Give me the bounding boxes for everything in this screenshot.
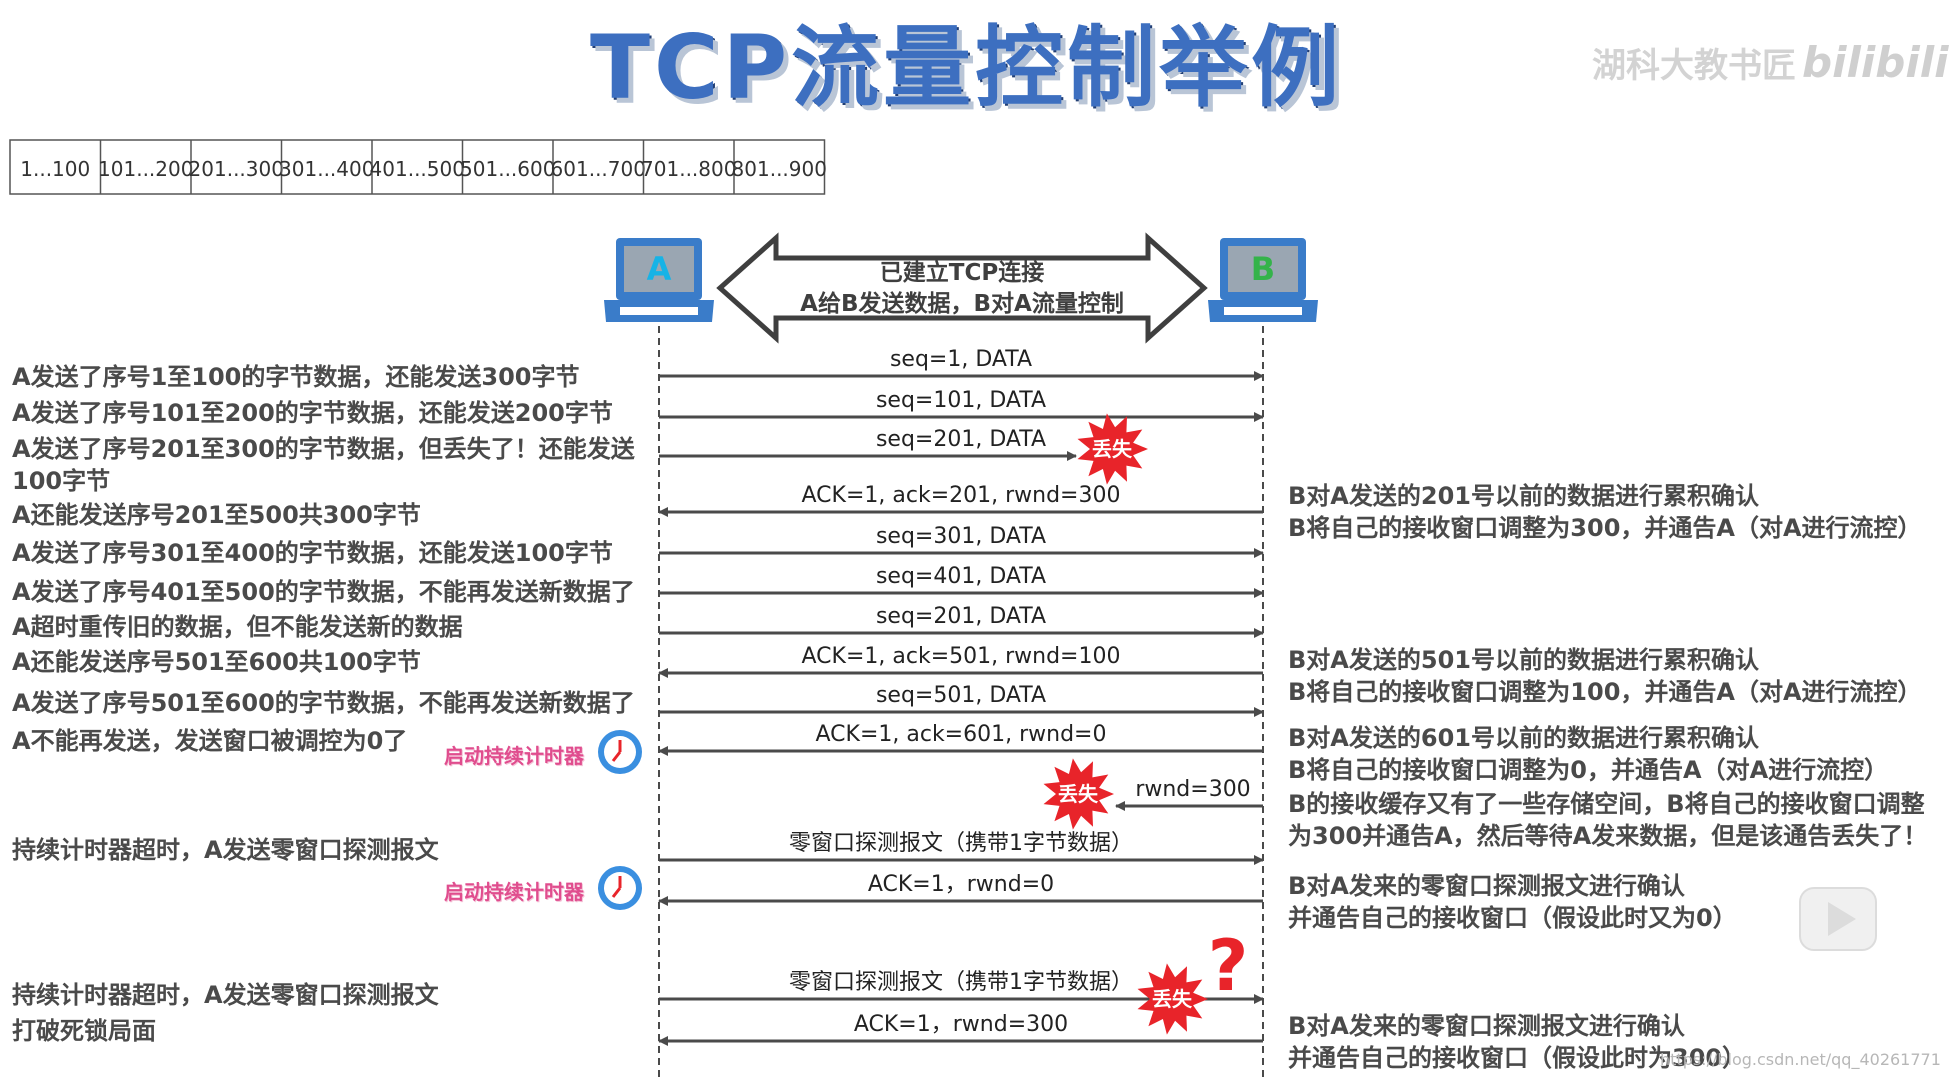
timer-label: 启动持续计时器 (444, 880, 584, 904)
play-button-icon (1799, 887, 1877, 951)
message-label: seq=501, DATA (876, 683, 1046, 708)
message: seq=1, DATA (659, 347, 1264, 381)
connection-double-arrow-shape (716, 232, 1208, 344)
host-a-label: A (647, 250, 672, 288)
right-note: B对A发来的零窗口探测报文进行确认 (1288, 1012, 1685, 1040)
message: seq=301, DATA (659, 524, 1264, 558)
connection-line2: A给B发送数据，B对A流量控制 (800, 290, 1124, 317)
message-label: seq=1, DATA (890, 347, 1032, 372)
host-b-screen (1228, 246, 1298, 292)
left-note: A发送了序号301至400的字节数据，还能发送100字节 (12, 539, 613, 567)
host-b-computer: B (1208, 238, 1318, 322)
right-note: B将自己的接收窗口调整为100，并通告A（对A进行流控） (1288, 678, 1922, 706)
host-a-keyboard (620, 307, 698, 315)
connection-arrow: 已建立TCP连接 A给B发送数据，B对A流量控制 (716, 232, 1208, 344)
left-note: A不能再发送，发送窗口被调控为0了 (12, 727, 408, 755)
lost-label: 丢失 (1058, 782, 1099, 806)
right-note: B对A发来的零窗口探测报文进行确认 (1288, 872, 1685, 900)
byte-range-cell: 201...300 (189, 157, 284, 181)
message-label: ACK=1，rwnd=300 (854, 1012, 1068, 1037)
byte-table-frame (9, 139, 826, 195)
left-note: A还能发送序号201至500共300字节 (12, 501, 421, 529)
message: ACK=1, ack=601, rwnd=0 (658, 722, 1263, 756)
source-credit: https://blog.csdn.net/qq_40261771 (1660, 1050, 1941, 1069)
right-note: B将自己的接收窗口调整为300，并通告A（对A进行流控） (1288, 514, 1922, 542)
host-b-label: B (1251, 250, 1275, 288)
left-note: A发送了序号201至300的字节数据，但丢失了！还能发送 (12, 435, 635, 463)
right-note: B对A发送的601号以前的数据进行累积确认 (1288, 724, 1759, 752)
message: ACK=1, ack=501, rwnd=100 (658, 644, 1263, 678)
timer-icon (598, 866, 642, 910)
lost-label: 丢失 (1092, 437, 1133, 461)
byte-range-cell: 701...800 (641, 157, 736, 181)
timer-icon (598, 730, 642, 774)
message: ACK=1，rwnd=300 (658, 1012, 1263, 1046)
left-note: 持续计时器超时，A发送零窗口探测报文 (12, 836, 439, 864)
left-note: 持续计时器超时，A发送零窗口探测报文 (12, 981, 439, 1009)
message: seq=101, DATA (659, 388, 1264, 422)
right-note: B的接收缓存又有了一些存储空间，B将自己的接收窗口调整 (1288, 790, 1925, 818)
byte-range-cell: 501...600 (460, 157, 555, 181)
message-label: ACK=1, ack=601, rwnd=0 (816, 722, 1107, 747)
message: rwnd=300 丢失 (1043, 758, 1263, 830)
right-note: B对A发送的201号以前的数据进行累积确认 (1288, 482, 1759, 510)
message-label: ACK=1, ack=501, rwnd=100 (802, 644, 1121, 669)
message: seq=201, DATA 丢失 (659, 413, 1148, 485)
left-note: A还能发送序号501至600共100字节 (12, 648, 421, 676)
lost-burst-icon: 丢失 (1043, 758, 1114, 830)
left-note: A发送了序号401至500的字节数据，不能再发送新数据了 (12, 578, 635, 606)
message-label: ACK=1, ack=201, rwnd=300 (802, 483, 1121, 508)
byte-range-cell: 101...200 (98, 157, 193, 181)
message-label: seq=201, DATA (876, 604, 1046, 629)
left-note: A发送了序号1至100的字节数据，还能发送300字节 (12, 363, 580, 391)
lost-burst-icon: 丢失 (1077, 413, 1148, 485)
byte-range-table: 1...100 101...200201...300301...400401...… (9, 139, 827, 195)
message: 零窗口探测报文（携带1字节数据） 丢失 (659, 963, 1264, 1035)
left-note: 100字节 (12, 467, 111, 495)
byte-range-cell: 1...100 (20, 157, 90, 181)
message: ACK=1, ack=201, rwnd=300 (658, 483, 1263, 517)
right-note: B对A发送的501号以前的数据进行累积确认 (1288, 646, 1759, 674)
connection-line1: 已建立TCP连接 (880, 259, 1044, 286)
bilibili-logo: bilibili (1802, 38, 1949, 87)
lost-label: 丢失 (1152, 987, 1193, 1011)
byte-range-cell: 801...900 (732, 157, 827, 181)
page-title: TCP流量控制举例 (590, 16, 1344, 119)
left-note: A发送了序号501至600的字节数据，不能再发送新数据了 (12, 689, 635, 717)
byte-range-cell: 301...400 (279, 157, 374, 181)
message-label: ACK=1，rwnd=0 (868, 872, 1054, 897)
message: ACK=1，rwnd=0 (658, 872, 1263, 906)
right-note: 并通告自己的接收窗口（假设此时又为0） (1288, 904, 1737, 932)
message-label: seq=401, DATA (876, 564, 1046, 589)
question-mark: ? (1208, 925, 1249, 1007)
message: seq=501, DATA (659, 683, 1264, 717)
watermark-text: 湖科大教书匠 (1592, 46, 1796, 86)
lost-burst-icon: 丢失 (1137, 963, 1208, 1035)
message-arrows: seq=1, DATA seq=101, DATA seq=201, DATA 丢失 A… (658, 347, 1264, 1046)
host-b-keyboard (1224, 307, 1302, 315)
message-label: seq=301, DATA (876, 524, 1046, 549)
byte-range-cell: 601...700 (551, 157, 646, 181)
message-label: seq=101, DATA (876, 388, 1046, 413)
left-note: A发送了序号101至200的字节数据，还能发送200字节 (12, 399, 613, 427)
message-label: rwnd=300 (1135, 777, 1250, 802)
right-note: B将自己的接收窗口调整为0，并通告A（对A进行流控） (1288, 756, 1889, 784)
host-a-computer: A (604, 238, 714, 322)
left-note: A超时重传旧的数据，但不能发送新的数据 (12, 613, 463, 641)
message: 零窗口探测报文（携带1字节数据） (659, 831, 1264, 865)
timer-label: 启动持续计时器 (444, 744, 584, 768)
message: seq=401, DATA (659, 564, 1264, 598)
message-label: 零窗口探测报文（携带1字节数据） (789, 831, 1133, 856)
byte-range-cell: 401...500 (370, 157, 465, 181)
left-note: 打破死锁局面 (12, 1017, 156, 1045)
right-note: 为300并通告A，然后等待A发来数据，但是该通告丢失了！ (1288, 822, 1928, 850)
message: seq=201, DATA (659, 604, 1264, 638)
host-a-screen (624, 246, 694, 292)
right-note: 并通告自己的接收窗口（假设此时为300） (1288, 1044, 1747, 1072)
message-label: seq=201, DATA (876, 427, 1046, 452)
message-label: 零窗口探测报文（携带1字节数据） (789, 970, 1133, 995)
